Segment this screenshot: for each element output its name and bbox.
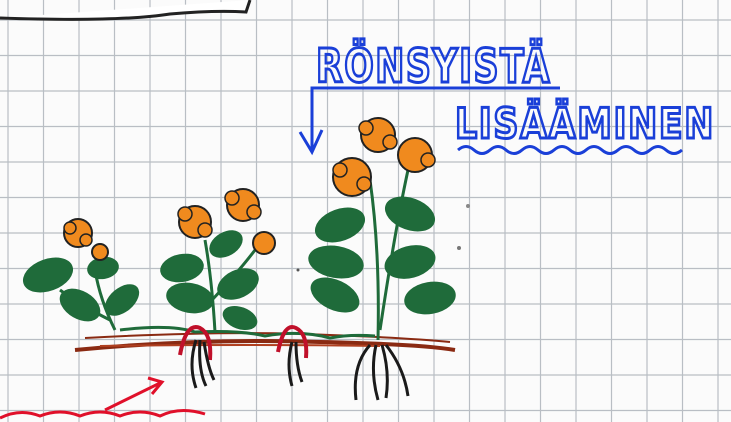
speck	[457, 246, 461, 250]
flower	[359, 118, 397, 152]
note-box-remnant	[0, 0, 250, 19]
strawberry-plant-middle	[158, 189, 275, 334]
red-partial-label	[0, 410, 205, 418]
flower	[398, 138, 435, 172]
speck	[466, 204, 470, 208]
red-arrow	[105, 378, 162, 410]
speck	[297, 269, 300, 272]
strawberry-plant-small	[18, 219, 145, 330]
flower	[225, 189, 261, 221]
title-line-1: RÖNSYISTÄ	[316, 39, 551, 93]
flower	[178, 206, 212, 238]
flower	[333, 158, 371, 196]
title-line-2: LISÄÄMINEN	[455, 98, 715, 148]
flower	[253, 232, 275, 254]
flower	[64, 219, 108, 260]
